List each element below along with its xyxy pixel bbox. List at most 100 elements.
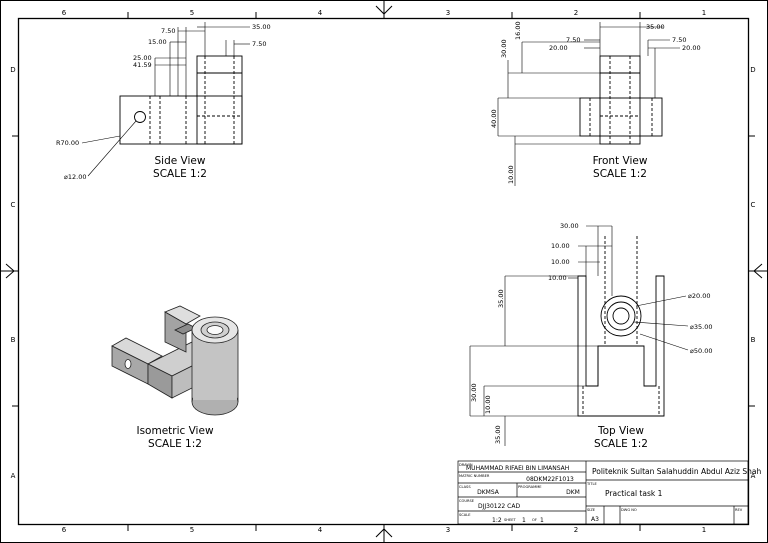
scale-value: 1:2 <box>492 517 502 524</box>
zone-row-A-left: A <box>11 472 16 480</box>
programme-value: DKM <box>566 489 580 496</box>
dwg-label: DWG NO <box>621 508 637 512</box>
class-value: DKMSA <box>477 489 500 496</box>
side-dim-7-50-right: 7.50 <box>252 40 266 48</box>
side-dim-25-00: 25.00 <box>133 54 152 62</box>
zone-row-B-right: B <box>751 336 756 344</box>
zone-row-D-left: D <box>10 66 15 74</box>
top-dim-35-00-vertical: 35.00 <box>494 425 502 444</box>
course-label: COURSE <box>459 499 475 503</box>
zone-col-5-bottom: 5 <box>190 526 194 534</box>
top-view-title: Top View <box>597 425 644 437</box>
front-dim-30-00: 30.00 <box>500 39 508 58</box>
top-dim-10-00-c: 10.00 <box>548 274 567 282</box>
left-center-arrow <box>0 263 18 279</box>
top-dim-30-00: 30.00 <box>560 222 579 230</box>
front-view-scale: SCALE 1:2 <box>593 168 647 180</box>
side-view-scale: SCALE 1:2 <box>153 168 207 180</box>
front-dim-7-50-left: 7.50 <box>566 36 580 44</box>
isometric-model <box>111 305 239 416</box>
zone-col-4-top: 4 <box>318 9 323 17</box>
zone-col-6-top: 6 <box>62 9 67 17</box>
zone-col-1-bottom: 1 <box>702 526 706 534</box>
side-view-dimensions: 7.50 35.00 15.00 7.50 25.00 41.59 R70.00… <box>56 23 271 181</box>
isometric-view: Isometric View SCALE 1:2 <box>111 305 239 450</box>
size-value: A3 <box>591 516 599 523</box>
title-label: TITLE <box>586 482 597 486</box>
top-dim-10-00-a: 10.00 <box>551 242 570 250</box>
top-view-dim-lines <box>469 225 689 446</box>
top-view: 30.00 10.00 10.00 10.00 35.00 ⌀20.00 ⌀35… <box>469 222 713 450</box>
zone-col-6-bottom: 6 <box>62 526 67 534</box>
isometric-view-title: Isometric View <box>136 425 213 437</box>
top-dim-dia50: ⌀50.00 <box>690 347 713 355</box>
side-dim-15-00: 15.00 <box>148 38 167 46</box>
top-view-scale: SCALE 1:2 <box>594 438 648 450</box>
title-block-grid <box>457 460 749 525</box>
front-view-geometry <box>579 55 663 145</box>
bottom-center-arrow <box>375 525 393 543</box>
zone-row-C-left: C <box>11 201 16 209</box>
sheet-label: SHEET <box>504 518 517 522</box>
front-dim-40-00: 40.00 <box>490 109 498 128</box>
zone-col-4-bottom: 4 <box>318 526 323 534</box>
side-view-dim-lines <box>81 22 250 177</box>
zone-row-A-right: A <box>751 472 756 480</box>
side-view-geometry <box>119 55 243 145</box>
zone-col-1-top: 1 <box>702 9 706 17</box>
zone-col-3-bottom: 3 <box>446 526 450 534</box>
top-dim-35-00: 35.00 <box>497 289 505 308</box>
front-dim-10-00: 10.00 <box>507 165 515 184</box>
of-label: OF <box>532 518 537 522</box>
side-view-title: Side View <box>155 155 206 167</box>
title-block: DRAWN MATRIC NUMBER CLASS PROGRAMME COUR… <box>457 460 761 525</box>
drawing-title: Practical task 1 <box>605 489 663 498</box>
front-dim-35-00: 35.00 <box>646 23 665 31</box>
side-dim-41-59: 41.59 <box>133 61 152 69</box>
scale-label: SCALE <box>459 513 471 517</box>
side-dim-dia12: ⌀12.00 <box>64 173 87 181</box>
side-view: 7.50 35.00 15.00 7.50 25.00 41.59 R70.00… <box>56 22 271 181</box>
of-value: 1 <box>540 517 544 524</box>
front-dim-20-00-left: 20.00 <box>549 44 568 52</box>
programme-label: PROGRAMME <box>518 485 542 489</box>
course-value: DJJ30122 CAD <box>478 503 520 510</box>
class-label: CLASS <box>459 485 471 489</box>
isometric-view-scale: SCALE 1:2 <box>148 438 202 450</box>
front-view-dim-lines <box>497 22 680 186</box>
top-dim-30-00-vertical: 30.00 <box>470 383 478 402</box>
right-center-arrow <box>749 263 768 279</box>
front-view: 35.00 16.00 7.50 7.50 30.00 20.00 20.00 … <box>490 21 701 186</box>
top-center-arrow <box>375 0 393 18</box>
drawn-by-value: MUHAMMAD RIFAEI BIN LIMANSAH <box>466 465 569 472</box>
zone-row-B-left: B <box>11 336 16 344</box>
top-dim-10-00-b: 10.00 <box>551 258 570 266</box>
matric-label: MATRIC NUMBER <box>459 474 490 478</box>
matric-value: 08DKM22F1013 <box>526 476 574 483</box>
zone-col-5-top: 5 <box>190 9 194 17</box>
zone-col-3-top: 3 <box>446 9 450 17</box>
front-view-title: Front View <box>593 155 648 167</box>
front-dim-20-00-right: 20.00 <box>682 44 701 52</box>
top-dim-dia20: ⌀20.00 <box>688 292 711 300</box>
zone-row-D-right: D <box>750 66 755 74</box>
zone-labels: 6 5 4 3 2 1 6 5 4 3 2 1 D C B A D C B A <box>10 9 755 534</box>
top-dim-10-00-vertical: 10.00 <box>484 395 492 414</box>
top-view-geometry <box>577 236 665 417</box>
size-label: SIZE <box>587 508 596 512</box>
institution-name: Politeknik Sultan Salahuddin Abdul Aziz … <box>592 467 761 476</box>
zone-col-2-top: 2 <box>574 9 578 17</box>
rev-label: REV <box>735 508 743 512</box>
side-dim-r70: R70.00 <box>56 139 79 147</box>
sheet-value: 1 <box>522 517 526 524</box>
front-dim-16-00: 16.00 <box>514 21 522 40</box>
front-view-dimensions: 35.00 16.00 7.50 7.50 30.00 20.00 20.00 … <box>490 21 701 184</box>
top-dim-dia35: ⌀35.00 <box>690 323 713 331</box>
drawn-label: DRAWN <box>459 463 473 467</box>
side-dim-7-50: 7.50 <box>161 27 175 35</box>
zone-row-C-right: C <box>751 201 756 209</box>
front-dim-7-50-right: 7.50 <box>672 36 686 44</box>
zone-col-2-bottom: 2 <box>574 526 578 534</box>
